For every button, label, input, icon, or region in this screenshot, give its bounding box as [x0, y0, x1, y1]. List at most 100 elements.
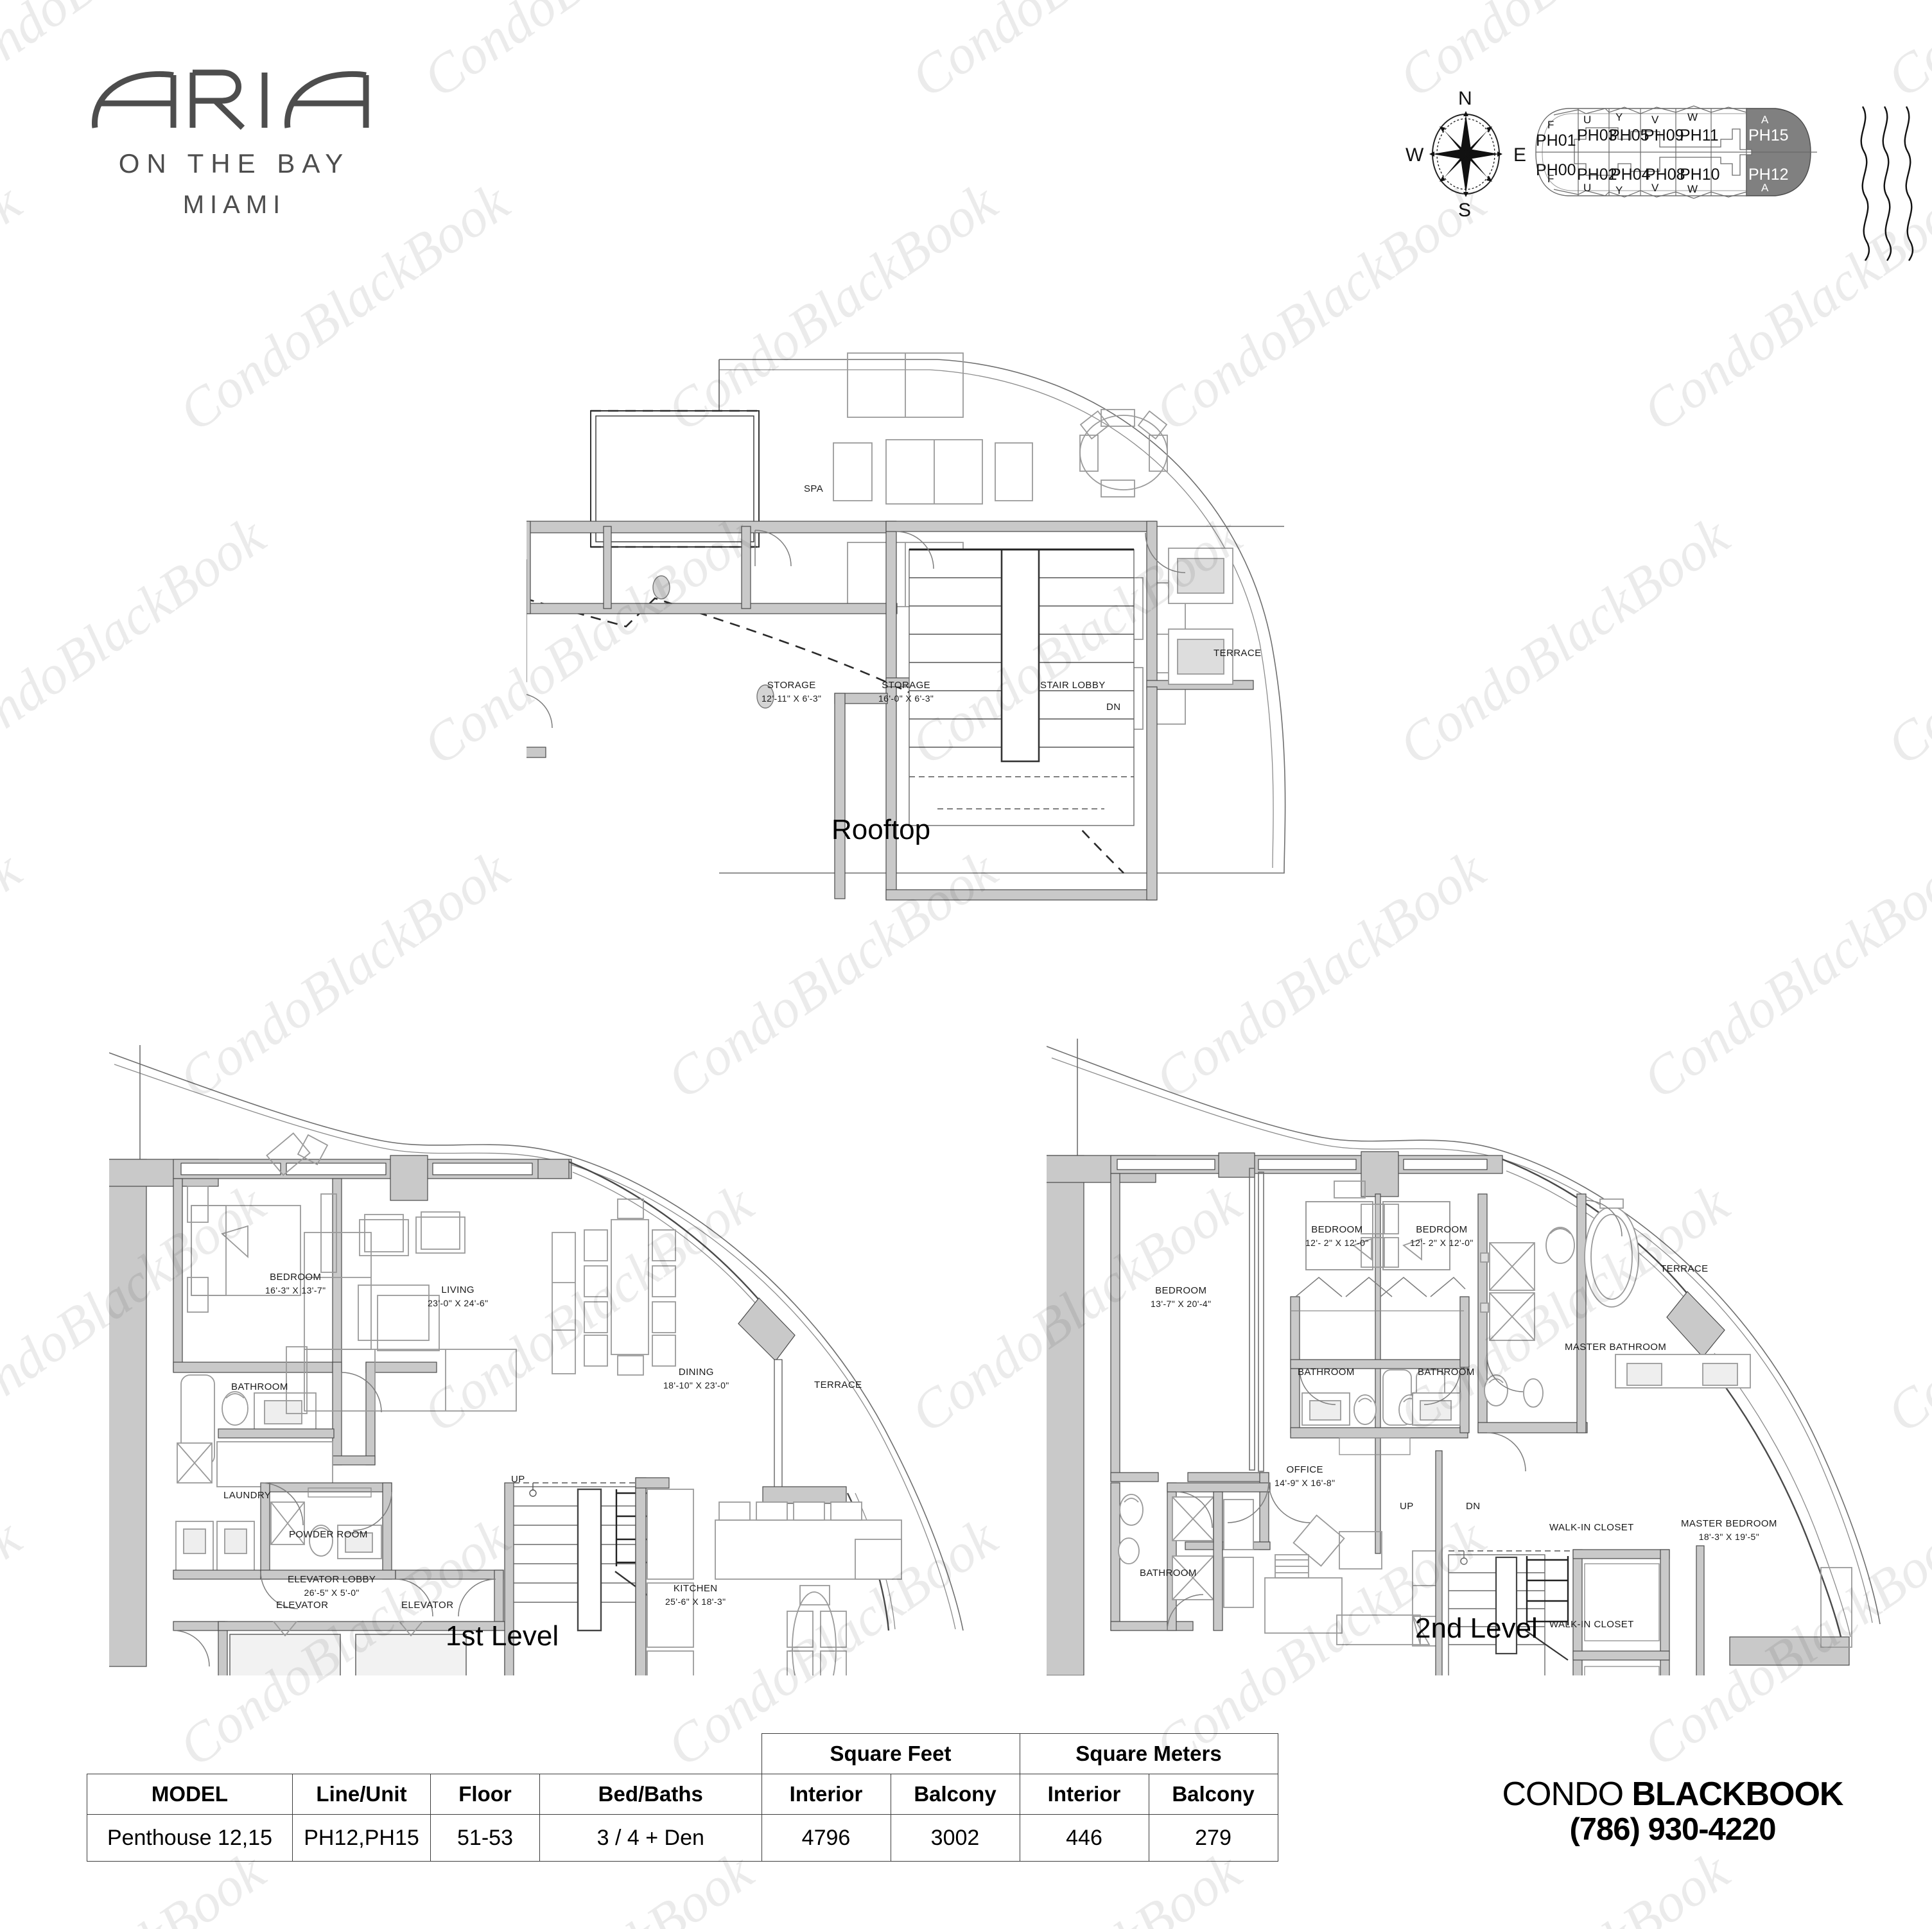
- elevator-car-2: [355, 1634, 467, 1675]
- table-group-square-meters: Square Meters: [1019, 1733, 1278, 1774]
- level1-elevator-label-2: ELEVATOR: [401, 1600, 454, 1611]
- watermark-text: CondoBlackBook: [411, 0, 764, 110]
- table-col-sqft-balcony: Balcony: [890, 1774, 1020, 1815]
- watermark-text: CondoBlackBook: [0, 1506, 32, 1779]
- compass-star-icon: [1429, 111, 1502, 197]
- brand-name-bold: BLACKBOOK: [1632, 1776, 1844, 1813]
- unit-spec-table: Square Feet Square Meters MODEL Line/Uni…: [87, 1733, 1278, 1862]
- level2-room-terrace: TERRACE: [1660, 1263, 1709, 1274]
- watermark-text: CondoBlackBook: [0, 171, 32, 444]
- building-key-plate: PH01 PH03 PH05 PH09 PH11 PH15 PH00 PH02 …: [1528, 99, 1849, 202]
- cell-line-unit: PH12,PH15: [292, 1814, 431, 1862]
- level1-room-terrace: TERRACE: [814, 1380, 862, 1390]
- table-col-line-unit: Line/Unit: [292, 1774, 431, 1815]
- table-col-sqm-interior: Interior: [1019, 1774, 1149, 1815]
- keyplate-letter-a-bottom: A: [1761, 182, 1769, 194]
- keyplate-unit-ph12: PH12: [1748, 166, 1789, 184]
- watermark-text: CondoBlackBook: [1875, 505, 1932, 777]
- water-waves-icon: [1852, 103, 1923, 263]
- table-group-square-feet: Square Feet: [761, 1733, 1020, 1774]
- level2-marker-up: UP: [1400, 1501, 1414, 1512]
- aria-wordmark-icon: [83, 61, 385, 132]
- keyplate-letter-a-top: A: [1761, 114, 1769, 126]
- keyplate-letter-y-top: Y: [1615, 111, 1623, 123]
- keyplate-letter-w-top: W: [1687, 111, 1698, 123]
- keyplate-unit-ph03: PH03: [1577, 126, 1617, 144]
- keyplate-letter-u-top: U: [1583, 114, 1592, 126]
- rooftop-room-stair-lobby: STAIR LOBBY: [1040, 680, 1106, 691]
- cell-sqft-interior: 4796: [761, 1814, 891, 1862]
- level2-room-master-bathroom: MASTER BATHROOM: [1565, 1342, 1667, 1353]
- level1-room-laundry: LAUNDRY: [223, 1490, 272, 1501]
- watermark-text: CondoBlackBook: [0, 505, 276, 777]
- table-col-model: MODEL: [87, 1774, 293, 1815]
- compass-west-label: W: [1405, 144, 1424, 166]
- rooftop-room-terrace: TERRACE: [1214, 648, 1262, 659]
- aria-logo: ON THE BAY MIAMI: [83, 61, 385, 220]
- watermark-text: CondoBlackBook: [1875, 1839, 1932, 1929]
- cell-sqm-balcony: 279: [1148, 1814, 1278, 1862]
- keyplate-letter-f-top: F: [1547, 119, 1554, 131]
- level1-floorplan: [109, 1045, 964, 1675]
- level2-room-walkin-closet-1: WALK-IN CLOSET: [1549, 1522, 1634, 1533]
- level2-room-bathroom-1: BATHROOM: [1298, 1367, 1355, 1378]
- logo-city: MIAMI: [182, 191, 286, 219]
- table-col-sqft-interior: Interior: [761, 1774, 891, 1815]
- keyplate-unit-ph15: PH15: [1748, 126, 1789, 144]
- table-row: Penthouse 12,15 PH12,PH15 51-53 3 / 4 + …: [87, 1814, 1278, 1862]
- level1-room-bathroom: BATHROOM: [231, 1381, 288, 1392]
- keyplate-letter-w-bottom: W: [1687, 183, 1698, 195]
- rooftop-floorplan: [527, 352, 1286, 901]
- condoblackbook-branding: CONDO BLACKBOOK (786) 930-4220: [1441, 1777, 1904, 1847]
- level2-room-bathroom-2: BATHROOM: [1418, 1367, 1475, 1378]
- level1-elevator-label-1: ELEVATOR: [276, 1600, 329, 1611]
- compass-south-label: S: [1458, 200, 1472, 221]
- table-group-header-row: Square Feet Square Meters: [87, 1733, 1278, 1774]
- compass-rose: N E S W: [1405, 88, 1527, 221]
- level2-plan-title: 2nd Level: [1415, 1613, 1538, 1644]
- brand-phone[interactable]: (786) 930-4220: [1569, 1812, 1776, 1847]
- cell-bed-baths: 3 / 4 + Den: [539, 1814, 762, 1862]
- compass-east-label: E: [1513, 144, 1527, 166]
- keyplate-letter-v-top: V: [1651, 114, 1659, 126]
- rooftop-room-spa: SPA: [804, 483, 824, 494]
- watermark-text: CondoBlackBook: [899, 0, 1252, 110]
- table-header-row: MODEL Line/Unit Floor Bed/Baths Interior…: [87, 1774, 1278, 1815]
- table-col-bed-baths: Bed/Baths: [539, 1774, 762, 1815]
- keyplate-unit-ph11: PH11: [1680, 126, 1719, 144]
- keyplate-letter-u-bottom: U: [1583, 182, 1592, 194]
- rooftop-marker-dn: DN: [1106, 702, 1121, 713]
- level2-marker-dn: DN: [1466, 1501, 1481, 1512]
- level2-room-bathroom-3: BATHROOM: [1140, 1568, 1197, 1579]
- keyplate-letter-v-bottom: V: [1651, 182, 1659, 194]
- keyplate-unit-ph02: PH02: [1577, 166, 1617, 184]
- watermark-text: CondoBlackBook: [0, 838, 32, 1111]
- keyplate-unit-ph05: PH05: [1609, 126, 1649, 144]
- elevator-car-1: [229, 1634, 341, 1675]
- level2-floorplan: [1047, 1039, 1881, 1675]
- keyplate-unit-ph01: PH01: [1536, 132, 1576, 150]
- keyplate-unit-ph10: PH10: [1680, 166, 1720, 184]
- cell-model: Penthouse 12,15: [87, 1814, 293, 1862]
- table-col-floor: Floor: [430, 1774, 540, 1815]
- brand-name-light: CONDO: [1502, 1776, 1632, 1813]
- cell-sqft-balcony: 3002: [890, 1814, 1020, 1862]
- compass-north-label: N: [1458, 88, 1472, 109]
- level1-plan-title: 1st Level: [446, 1620, 559, 1652]
- keyplate-unit-ph04: PH04: [1610, 166, 1651, 184]
- watermark-text: CondoBlackBook: [1387, 1839, 1740, 1929]
- level1-marker-up: UP: [511, 1474, 525, 1485]
- rooftop-plan-title: Rooftop: [831, 814, 931, 845]
- keyplate-letter-y-bottom: Y: [1615, 184, 1623, 196]
